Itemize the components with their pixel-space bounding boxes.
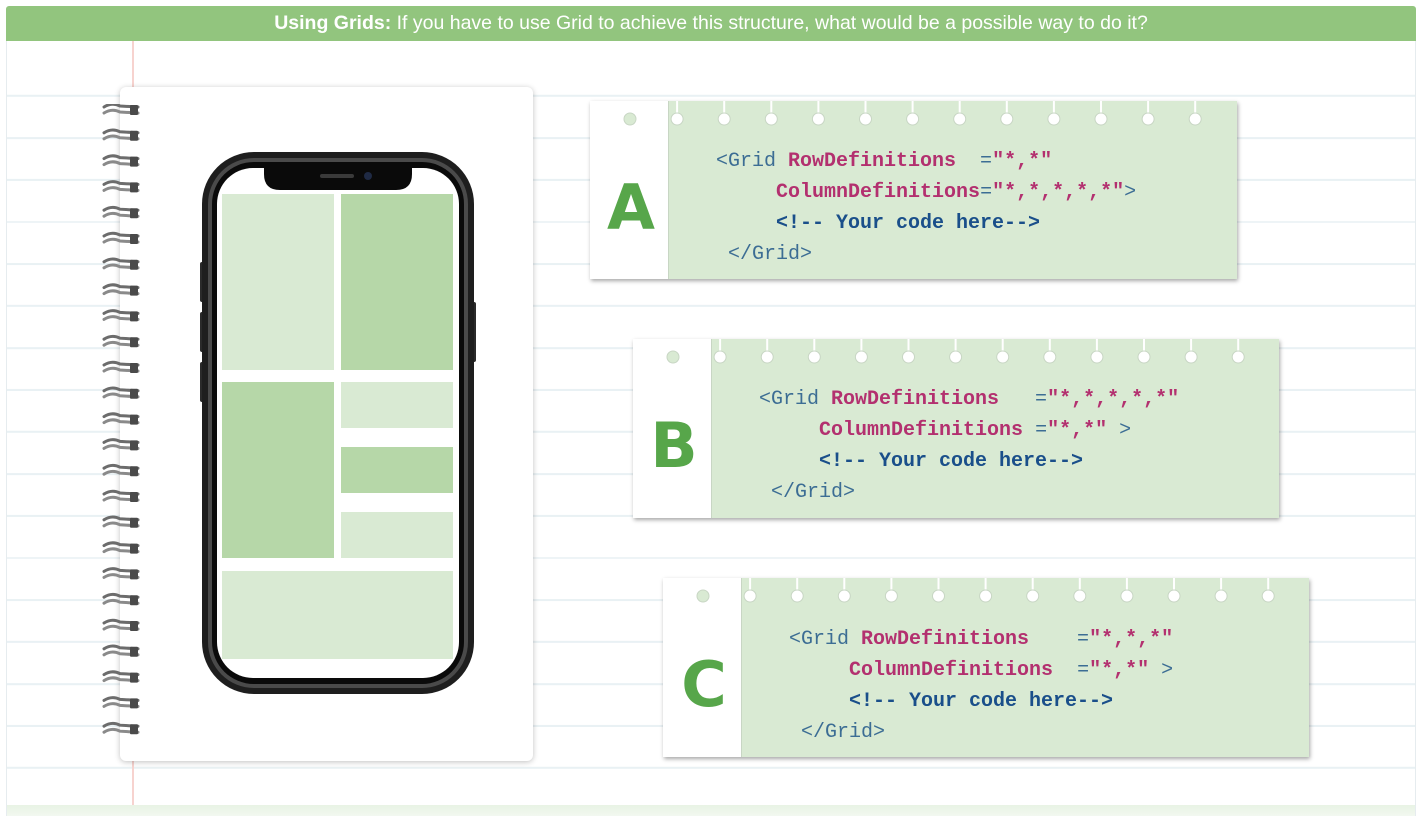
layout-cell-middle-right-2 bbox=[341, 447, 453, 493]
paper-bottom-strip bbox=[7, 805, 1415, 816]
option-letter: B bbox=[650, 409, 698, 482]
question-text: If you have to use Grid to achieve this … bbox=[391, 12, 1148, 34]
code-snippet: <Grid RowDefinitions ="*,*" ColumnDefini… bbox=[716, 150, 1137, 266]
option-letter: C bbox=[681, 648, 727, 721]
binder-holes bbox=[666, 339, 1245, 364]
question-label: Using Grids: bbox=[274, 12, 392, 34]
card-tab bbox=[633, 339, 712, 518]
question-header: Using Grids: If you have to use Grid to … bbox=[6, 6, 1416, 41]
layout-cell-top-left bbox=[222, 194, 334, 370]
option-card-a[interactable]: A <Grid RowDefinitions ="*,*" ColumnDefi… bbox=[590, 101, 1237, 279]
option-card-b[interactable]: B <Grid RowDefinitions ="*,*,*,*,*" Colu… bbox=[633, 339, 1279, 518]
layout-cell-bottom bbox=[222, 571, 453, 659]
card-tab bbox=[663, 578, 742, 757]
option-letter: A bbox=[607, 171, 655, 244]
layout-cell-middle-right-1 bbox=[341, 382, 453, 428]
spiral-binding-icon bbox=[102, 104, 140, 736]
code-snippet: <Grid RowDefinitions ="*,*,*" ColumnDefi… bbox=[789, 628, 1174, 744]
binder-holes bbox=[696, 578, 1275, 603]
card-tab bbox=[590, 101, 669, 279]
code-snippet: <Grid RowDefinitions ="*,*,*,*,*" Column… bbox=[759, 388, 1180, 504]
binder-holes bbox=[623, 101, 1202, 126]
layout-cell-middle-right-3 bbox=[341, 512, 453, 558]
layout-cell-middle-left bbox=[222, 382, 334, 558]
layout-cell-top-right bbox=[341, 194, 453, 370]
option-card-c[interactable]: C <Grid RowDefinitions ="*,*,*" ColumnDe… bbox=[663, 578, 1309, 757]
